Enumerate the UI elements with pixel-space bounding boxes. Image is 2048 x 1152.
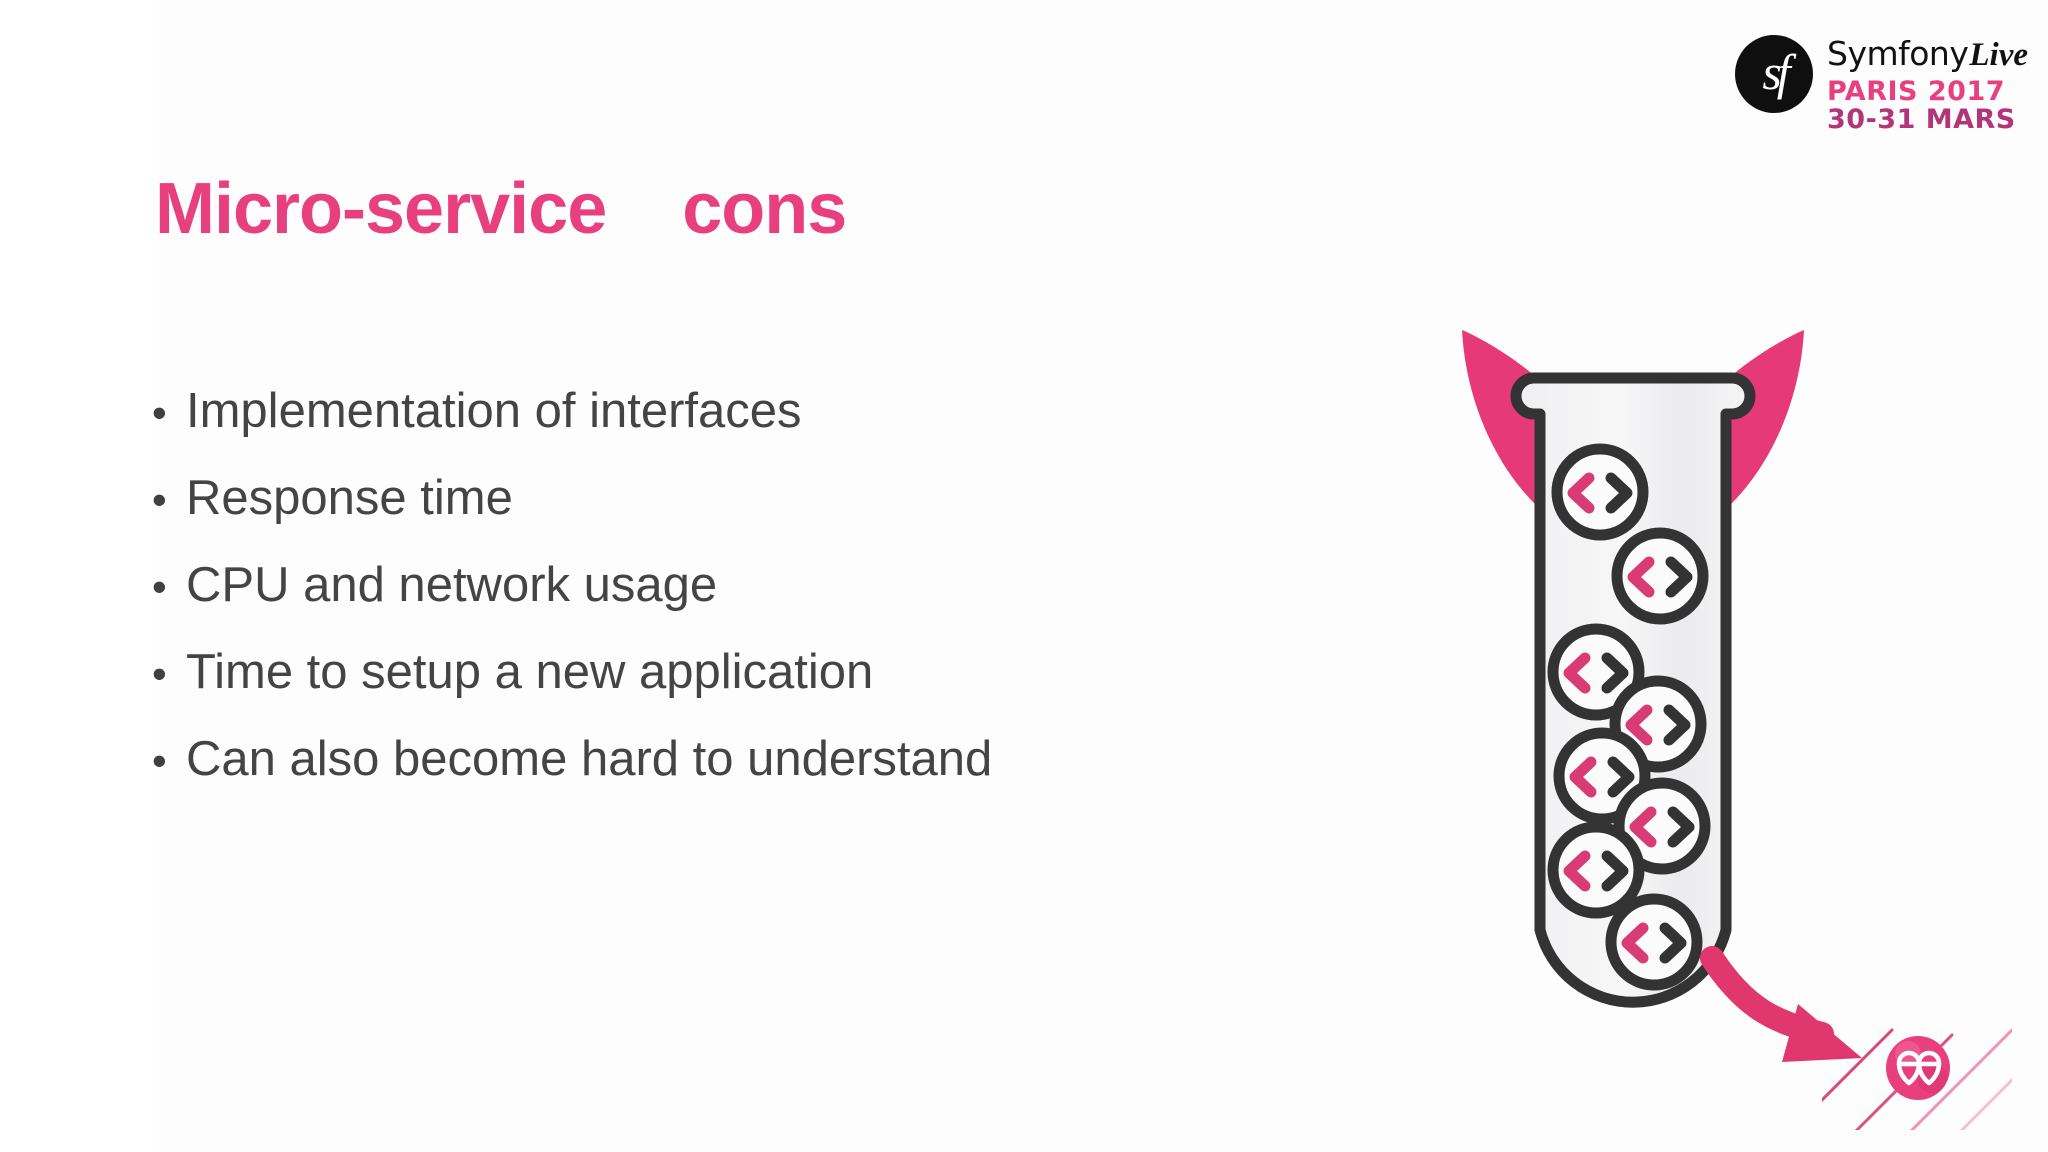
brand-name-row: Symfony Live: [1827, 37, 2028, 72]
event-city-year: PARIS 2017: [1827, 76, 2006, 107]
brand-name: Symfony: [1827, 34, 1969, 73]
symfony-logo-glyph: sf: [1762, 44, 1790, 100]
list-item-label: Implementation of interfaces: [186, 384, 802, 438]
bullet-marker-icon: •: [152, 389, 167, 436]
bullet-marker-icon: •: [152, 563, 167, 610]
event-dates: 30-31 MARS: [1827, 104, 2016, 136]
brand-text-block: Symfony Live PARIS 2017 30-31 MARS: [1827, 35, 2028, 135]
list-item: • Implementation of interfaces: [152, 384, 1332, 472]
list-item: • Can also become hard to understand: [152, 732, 1332, 820]
list-item: • Response time: [152, 471, 1332, 559]
bullet-marker-icon: •: [152, 650, 167, 697]
meetic-ee-heart-logo: [1822, 1000, 2012, 1130]
code-bubble-icon: [1617, 533, 1703, 619]
symfony-logo-icon: sf: [1735, 35, 1813, 113]
list-item: • CPU and network usage: [152, 558, 1332, 646]
page-title: Micro-service cons: [155, 169, 847, 250]
code-bubble-icon: [1611, 899, 1697, 985]
bullet-marker-icon: •: [152, 737, 167, 784]
list-item-label: Time to setup a new application: [186, 645, 874, 699]
devil-tail-arrow-icon: [1700, 946, 1862, 1062]
symfony-live-logo: sf Symfony Live PARIS 2017 30-31 MARS: [1735, 35, 2028, 135]
list-item: • Time to setup a new application: [152, 645, 1332, 733]
code-bubble-icon: [1553, 827, 1639, 913]
list-item-label: CPU and network usage: [186, 558, 718, 612]
code-bubble-icon: [1557, 449, 1643, 535]
bullet-marker-icon: •: [152, 476, 167, 523]
bullet-list: • Implementation of interfaces • Respons…: [152, 384, 1332, 820]
ee-heart-mark: [1886, 1036, 1950, 1100]
devil-test-tube-illustration: [1430, 310, 1950, 1090]
brand-suffix: Live: [1969, 37, 2028, 73]
list-item-label: Response time: [186, 471, 513, 525]
list-item-label: Can also become hard to understand: [186, 732, 993, 786]
